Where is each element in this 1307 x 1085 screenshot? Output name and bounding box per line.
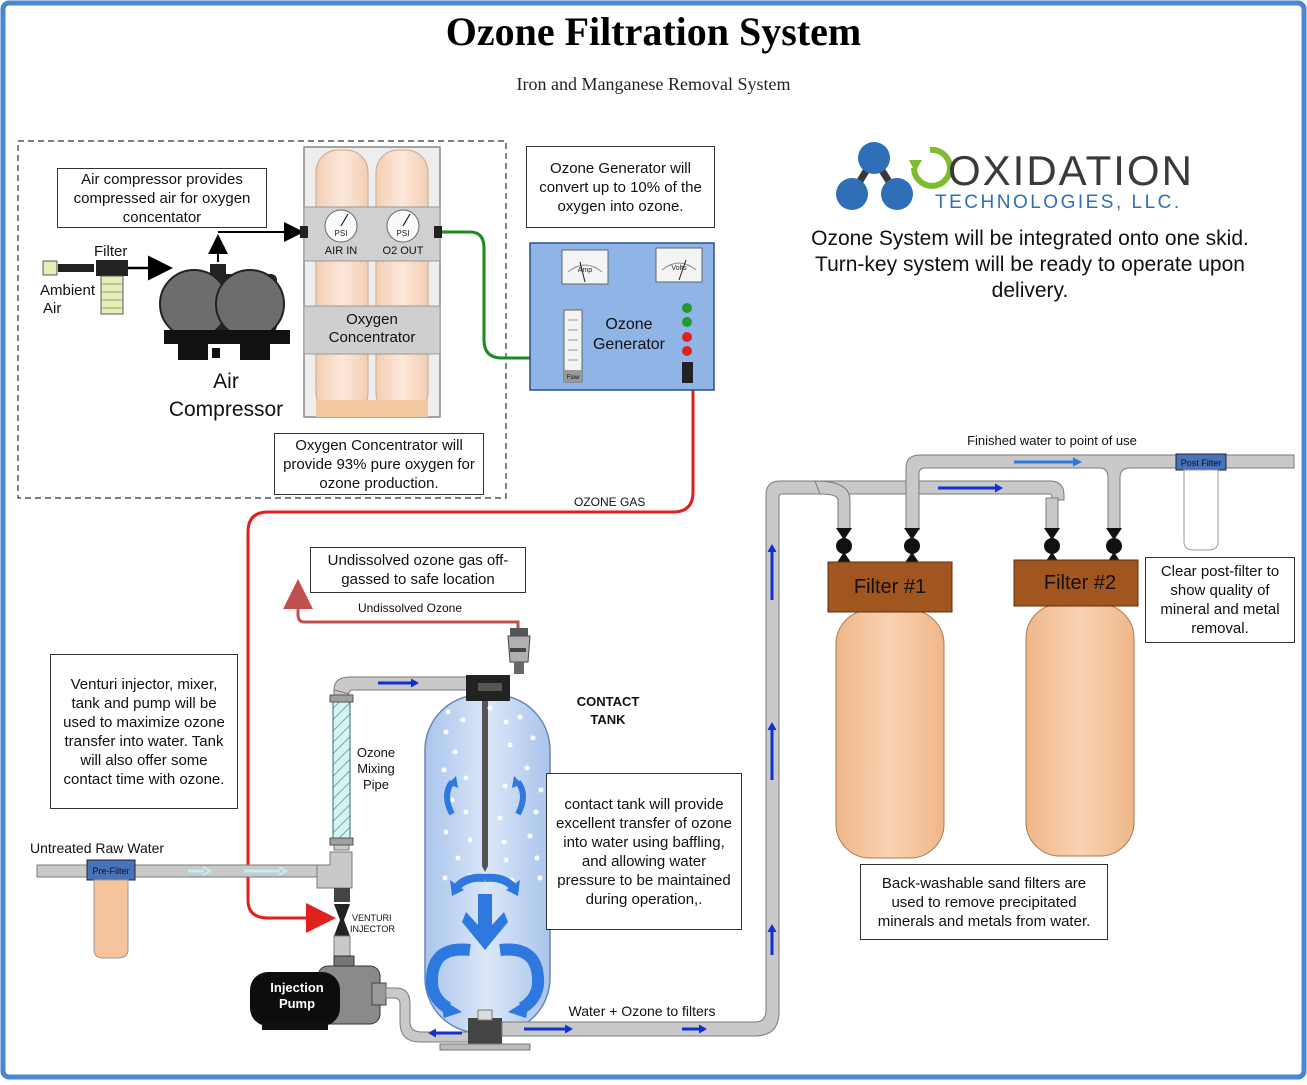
ozone-generator-note: Ozone Generator will convert up to 10% o…: [526, 146, 715, 228]
svg-text:INJECTOR: INJECTOR: [350, 924, 395, 934]
sand-filter-2: Filter #2: [1013, 559, 1139, 857]
svg-text:Generator: Generator: [593, 336, 666, 353]
svg-text:Air: Air: [43, 300, 61, 317]
air-compressor-note: Air compressor provides compressed air f…: [57, 168, 267, 228]
volts-meter: [655, 247, 703, 283]
raw-water-label: Untreated Raw Water: [30, 840, 164, 856]
svg-text:Amp: Amp: [578, 267, 593, 274]
svg-text:Pre-Filter: Pre-Filter: [92, 866, 129, 876]
ozone-gas-label: OZONE GAS: [574, 495, 645, 509]
injection-pump: Injection Pump: [250, 955, 387, 1030]
svg-text:Oxygen: Oxygen: [346, 311, 398, 328]
venturi-note: Venturi injector, mixer, tank and pump w…: [50, 654, 238, 809]
ozone-gas-line: [246, 390, 695, 933]
svg-text:Ozone: Ozone: [605, 316, 652, 333]
oxygen-concentrator-note: Oxygen Concentrator will provide 93% pur…: [274, 433, 484, 495]
status-light-green-1: [682, 303, 692, 313]
svg-text:Pipe: Pipe: [363, 777, 389, 792]
logo-tagline: TECHNOLOGIES, LLC.: [935, 192, 1182, 213]
post-filter-note: Clear post-filter to show quality of min…: [1145, 557, 1295, 643]
status-light-red-1: [682, 332, 692, 342]
post-filter: Post Filter: [1175, 453, 1227, 551]
skid-dashed-box: [17, 140, 507, 499]
power-switch: [682, 362, 693, 383]
page-title: Ozone Filtration System: [445, 9, 862, 54]
svg-text:Ozone: Ozone: [357, 745, 395, 760]
ambient-air-intake: Ambient Air: [40, 260, 96, 317]
contact-tank-note: contact tank will provide excellent tran…: [546, 773, 742, 930]
svg-text:VENTURI: VENTURI: [352, 913, 392, 923]
svg-text:Flow: Flow: [567, 375, 580, 381]
offgas-vent: Undissolved Ozone: [283, 579, 531, 674]
offgas-note: Undissolved ozone gas off-gassed to safe…: [310, 547, 526, 593]
air-filter: Filter: [94, 243, 128, 315]
svg-text:Air: Air: [213, 370, 239, 393]
sand-filters-note: Back-washable sand filters are used to r…: [860, 864, 1108, 940]
oxygen-line: [440, 230, 530, 360]
svg-text:Post Filter: Post Filter: [1181, 458, 1222, 468]
svg-text:TANK: TANK: [590, 712, 626, 727]
company-logo: OXIDATION TECHNOLOGIES, LLC.: [836, 142, 1194, 213]
svg-text:Injection: Injection: [270, 980, 324, 995]
ozone-generator: Amp Volts Flow Ozone Generator: [529, 242, 715, 391]
valve-icon: [836, 528, 1122, 564]
svg-text:Filter #2: Filter #2: [1044, 572, 1116, 594]
amp-meter: [561, 249, 609, 285]
svg-text:Ambient: Ambient: [40, 282, 96, 299]
status-light-green-2: [682, 317, 692, 327]
status-light-red-2: [682, 346, 692, 356]
ozone-mixing-pipe: [332, 699, 351, 841]
contact-tank: CONTACT TANK: [424, 675, 640, 1051]
raw-water-pipe: [36, 864, 336, 878]
svg-text:Concentrator: Concentrator: [329, 329, 416, 346]
oxygen-concentrator: PSI PSI AIR IN O2 OUT Oxygen Concentrato…: [300, 146, 442, 418]
svg-text:AIR IN: AIR IN: [325, 245, 357, 257]
svg-text:PSI: PSI: [335, 229, 348, 238]
svg-text:Undissolved Ozone: Undissolved Ozone: [358, 601, 462, 615]
logo-molecule-icon: [858, 142, 890, 174]
water-ozone-pipe: [501, 480, 1065, 1037]
svg-text:Mixing: Mixing: [357, 761, 395, 776]
svg-text:O2 OUT: O2 OUT: [383, 245, 424, 257]
svg-text:Pump: Pump: [279, 996, 315, 1011]
logo-name: OXIDATION: [948, 147, 1194, 194]
venturi-injector: VENTURI INJECTOR: [333, 888, 395, 967]
sand-filter-1: Filter #1: [827, 561, 953, 859]
pre-filter: Pre-Filter: [86, 859, 136, 959]
svg-text:Finished water to point of use: Finished water to point of use: [967, 433, 1137, 448]
svg-text:Water + Ozone to filters: Water + Ozone to filters: [569, 1003, 716, 1019]
ozone-bubbles: [441, 705, 544, 883]
svg-text:Filter #1: Filter #1: [854, 576, 926, 598]
air-compressor: Air Compressor: [159, 264, 290, 421]
svg-text:Filter: Filter: [94, 243, 127, 260]
page-subtitle: Iron and Manganese Removal System: [516, 74, 791, 94]
svg-text:CONTACT: CONTACT: [577, 694, 640, 709]
recycle-icon: [911, 146, 953, 189]
svg-text:Compressor: Compressor: [169, 398, 283, 421]
svg-text:Volts: Volts: [671, 265, 687, 272]
svg-text:PSI: PSI: [397, 229, 410, 238]
skid-description: Ozone System will be integrated onto one…: [811, 227, 1249, 302]
